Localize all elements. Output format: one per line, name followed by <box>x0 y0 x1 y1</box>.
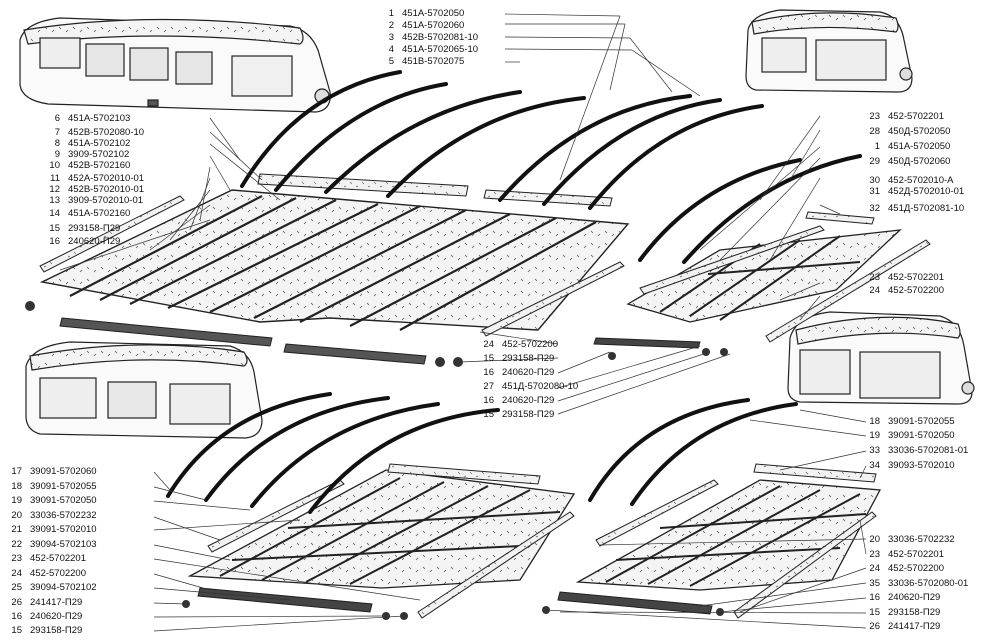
van-illustration-middle-left <box>25 341 263 439</box>
roof-bows-lower-left <box>166 392 500 514</box>
roof-bows-right-upper <box>638 154 862 264</box>
roof-bows-lower-right <box>588 398 798 506</box>
roof-bows-upper <box>240 70 764 210</box>
pickup-illustration-middle-right <box>787 311 975 405</box>
roof-panel-lower-right <box>542 463 882 619</box>
pickup-illustration-top-right <box>745 9 913 93</box>
roof-panel-main <box>25 173 630 367</box>
roof-panel-right-upper <box>593 211 931 360</box>
leader-lines <box>59 13 867 632</box>
van-illustration-top-left <box>19 17 331 113</box>
roof-panel-lower-left <box>182 463 576 620</box>
